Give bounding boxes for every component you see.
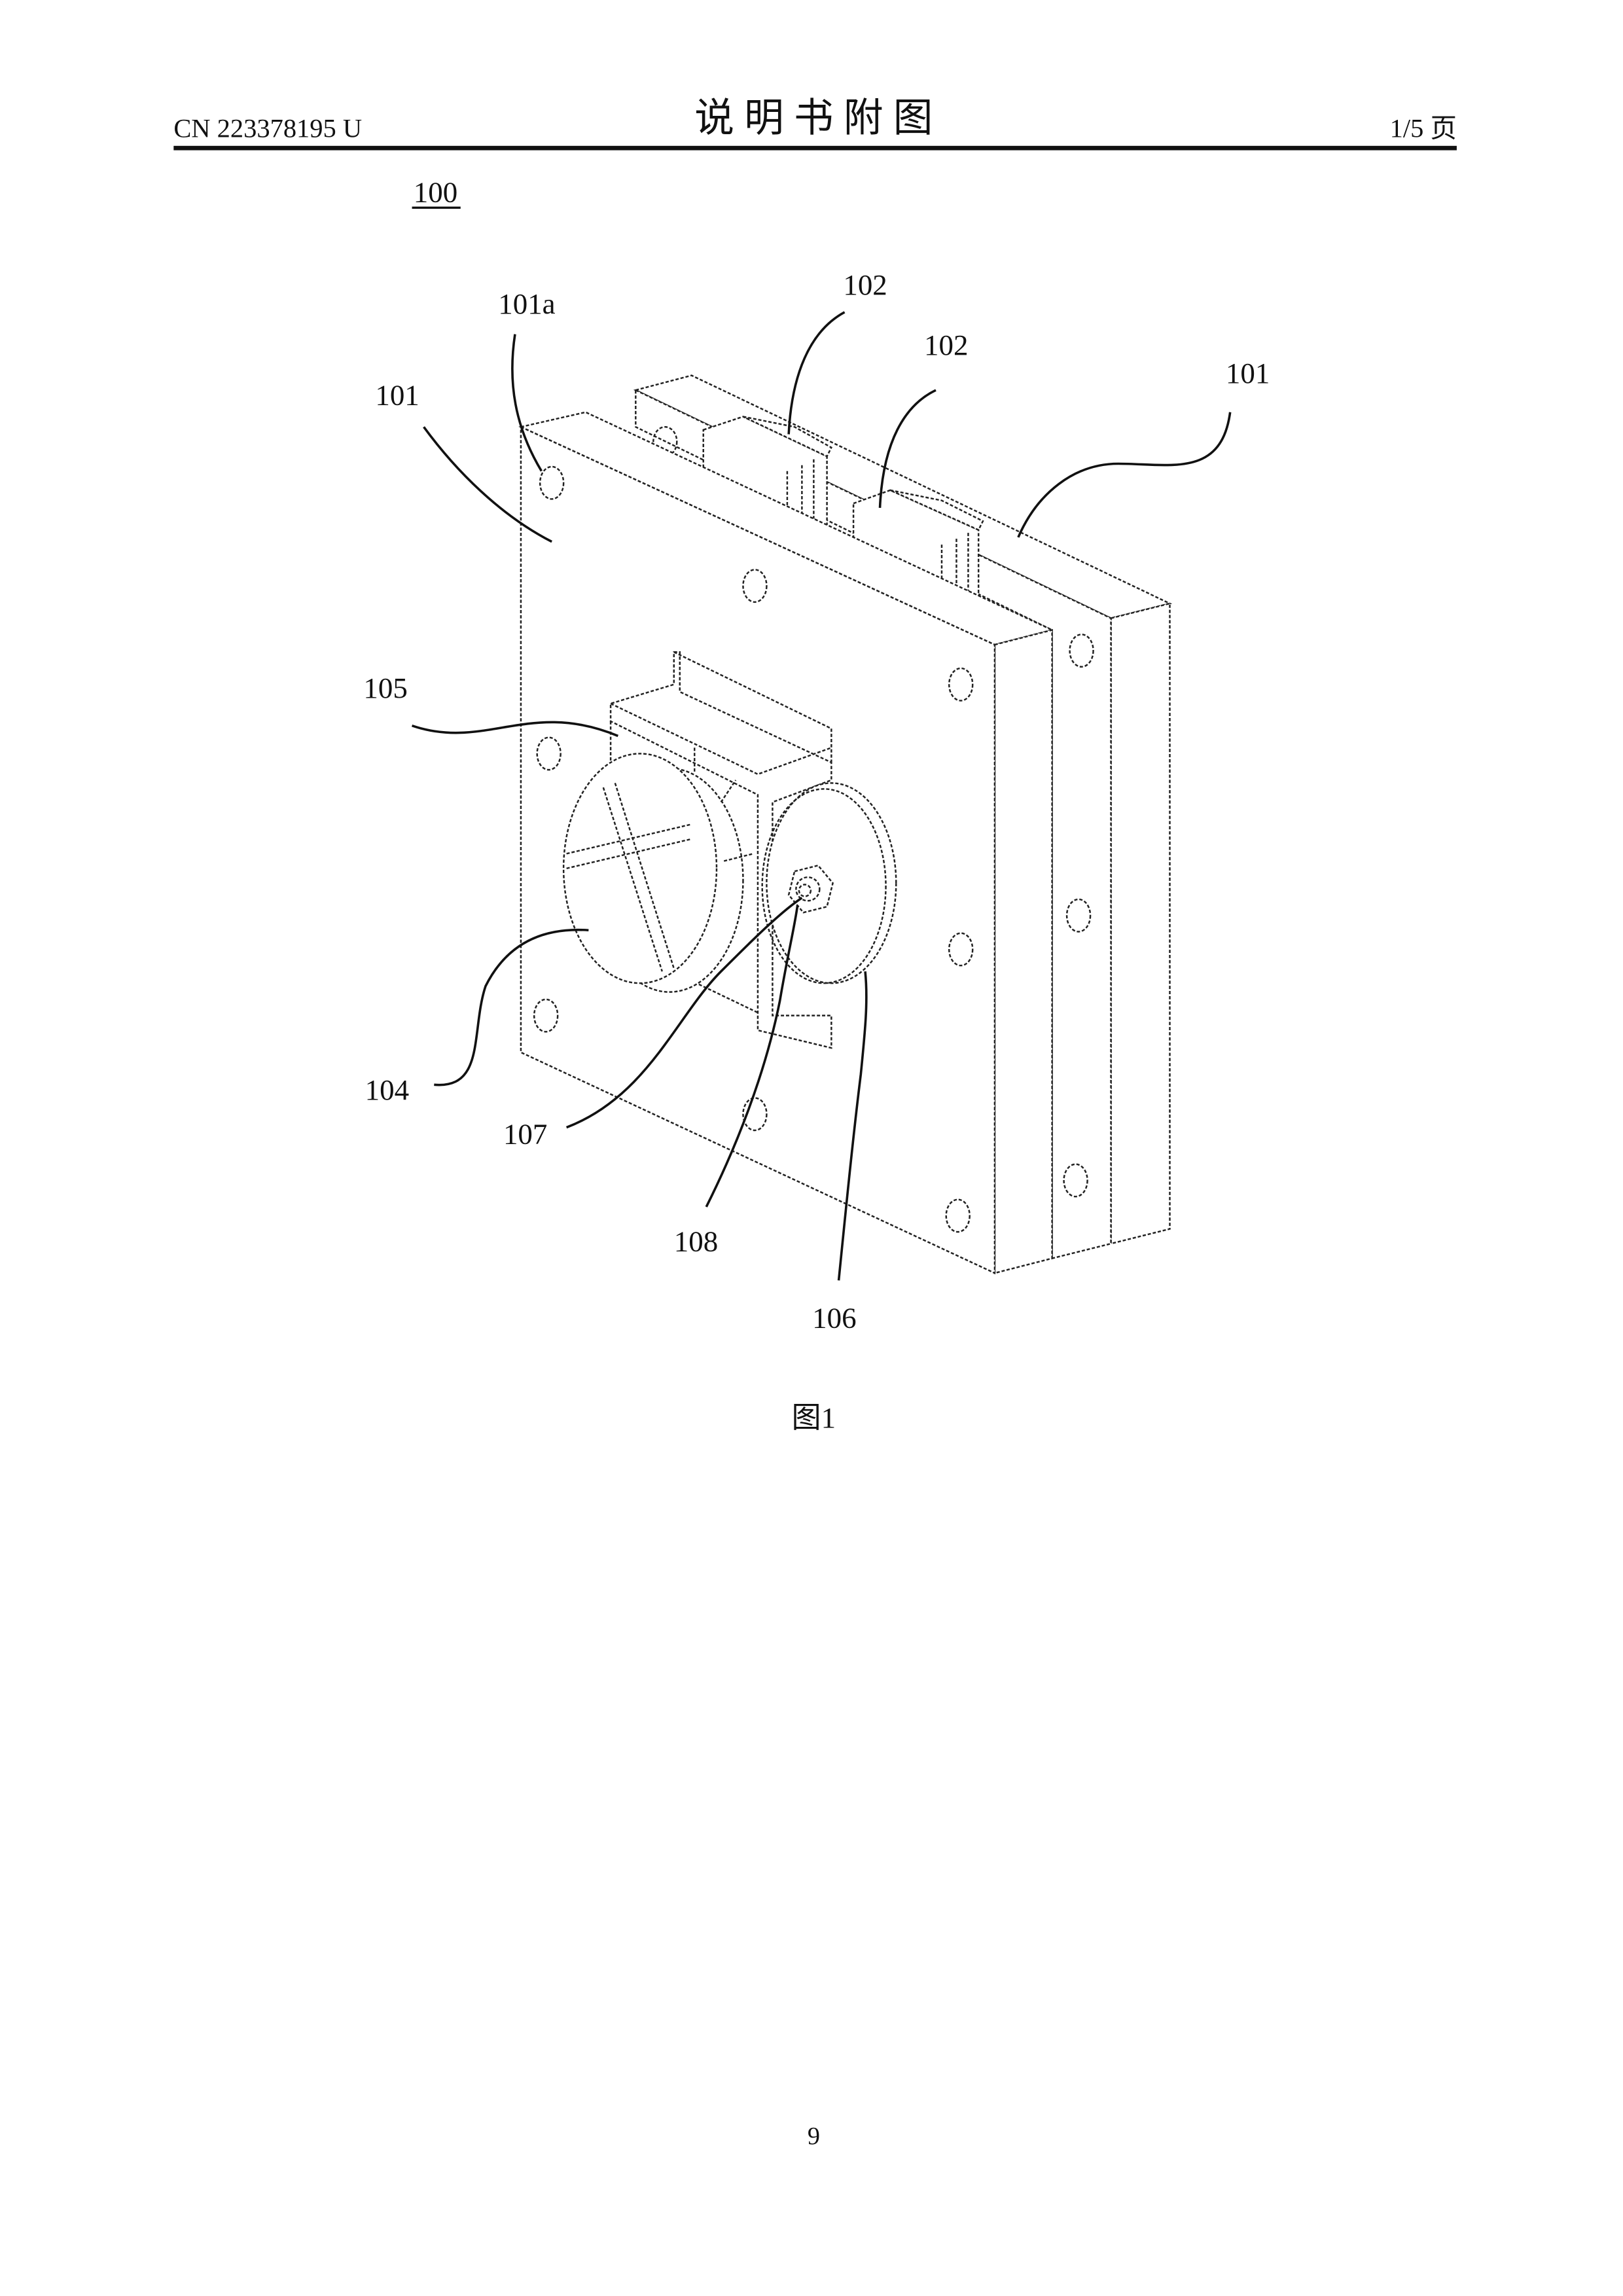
label-106: 106 bbox=[812, 1301, 856, 1334]
label-104: 104 bbox=[365, 1073, 409, 1106]
device-drawing bbox=[521, 376, 1170, 1274]
label-101-left: 101 bbox=[375, 379, 419, 412]
label-102-b: 102 bbox=[924, 329, 968, 361]
patent-number: CN 223378195 U bbox=[173, 113, 362, 143]
label-101a: 101a bbox=[498, 287, 555, 320]
label-107: 107 bbox=[503, 1117, 547, 1150]
page-number: 9 bbox=[808, 2123, 820, 2150]
label-108: 108 bbox=[674, 1225, 718, 1257]
page-info: 1/5 页 bbox=[1390, 113, 1457, 143]
assembly-ref: 100 bbox=[414, 175, 457, 208]
figure-caption: 图1 bbox=[792, 1401, 836, 1434]
header-rule bbox=[173, 146, 1457, 151]
label-105: 105 bbox=[363, 672, 407, 704]
label-102-a: 102 bbox=[843, 268, 887, 301]
label-101-right: 101 bbox=[1226, 357, 1270, 389]
page-title: 说 明 书 附 图 bbox=[694, 96, 933, 140]
